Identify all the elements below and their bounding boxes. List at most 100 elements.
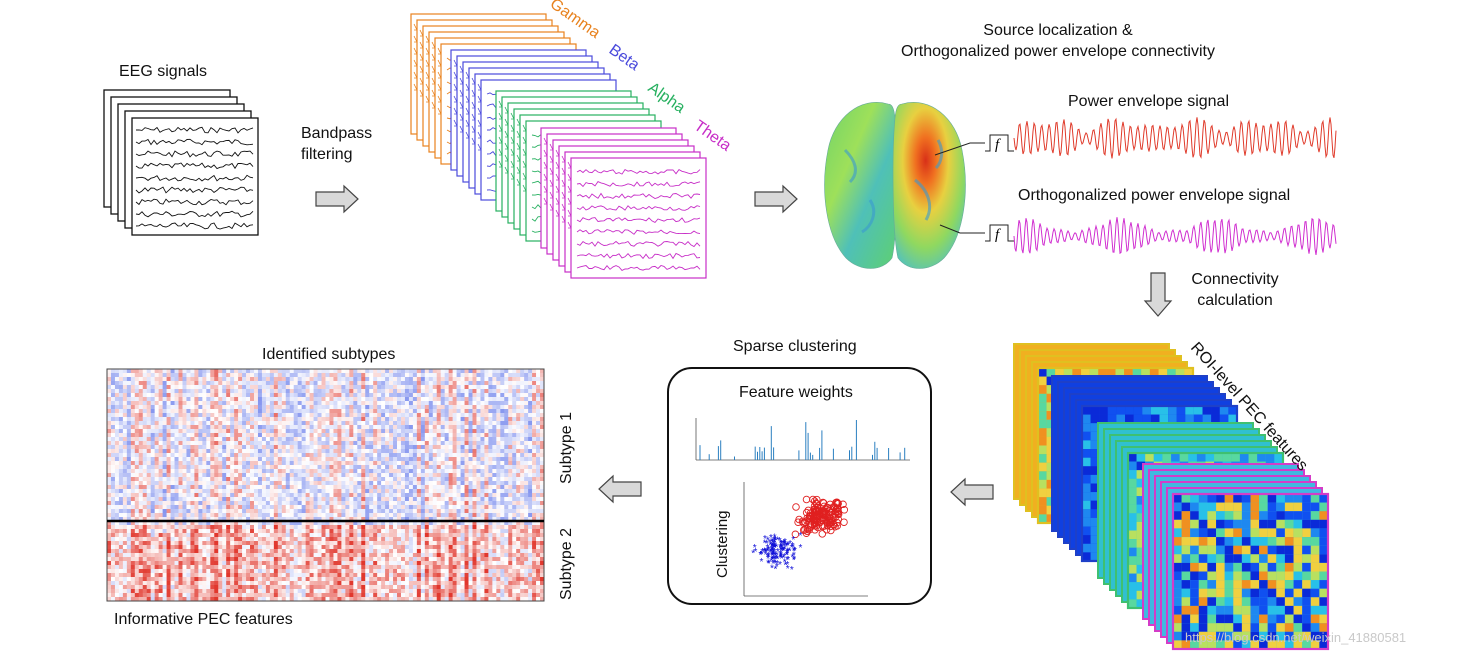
svg-text:*: *: [782, 539, 786, 550]
svg-text:*: *: [772, 542, 776, 553]
eeg-sheet: [131, 117, 259, 236]
eeg-signals-label: EEG signals: [119, 63, 208, 80]
svg-text:*: *: [770, 547, 774, 558]
band-label-beta: Beta: [606, 41, 643, 74]
arrow-left-2: [598, 474, 642, 504]
svg-text:*: *: [773, 551, 777, 562]
svg-text:*: *: [771, 554, 775, 565]
svg-text:*: *: [768, 538, 772, 549]
svg-text:*: *: [770, 550, 774, 561]
power-envelope-waveform: [1013, 117, 1337, 159]
f-symbol-bottom: f: [995, 227, 1001, 243]
svg-text:*: *: [770, 555, 774, 566]
svg-text:*: *: [792, 546, 796, 557]
svg-text:*: *: [779, 549, 783, 560]
clustering-axis-label: Clustering: [714, 510, 731, 578]
svg-text:*: *: [788, 539, 792, 550]
svg-text:*: *: [772, 550, 776, 561]
svg-text:*: *: [770, 564, 774, 575]
svg-text:*: *: [775, 551, 779, 562]
heatmap-frame: [106, 368, 545, 602]
svg-text:*: *: [773, 536, 777, 547]
svg-text:*: *: [775, 555, 779, 566]
svg-text:*: *: [770, 536, 774, 547]
roi-pec-feature-matrices: [1013, 343, 1330, 651]
source-title-line1: Source localization &: [983, 22, 1133, 39]
svg-text:*: *: [771, 555, 775, 566]
svg-text:*: *: [773, 533, 777, 544]
svg-text:*: *: [759, 550, 763, 561]
svg-text:*: *: [786, 548, 790, 559]
svg-text:*: *: [771, 551, 775, 562]
svg-text:*: *: [766, 552, 770, 563]
svg-text:*: *: [772, 551, 776, 562]
svg-text:*: *: [751, 549, 755, 560]
svg-text:*: *: [760, 550, 764, 561]
svg-text:*: *: [791, 542, 795, 553]
svg-text:*: *: [791, 541, 795, 552]
subtype-heatmap: [107, 369, 545, 602]
svg-text:*: *: [766, 535, 770, 546]
band-sheet: [570, 157, 707, 279]
svg-text:*: *: [768, 548, 772, 559]
svg-text:*: *: [773, 555, 777, 566]
svg-text:*: *: [753, 543, 757, 554]
svg-text:*: *: [764, 550, 768, 561]
svg-text:*: *: [778, 560, 782, 571]
svg-text:*: *: [778, 543, 782, 554]
arrow-down: [1143, 272, 1173, 317]
orthogonalized-envelope-waveform: [1013, 217, 1337, 255]
svg-text:*: *: [790, 543, 794, 554]
svg-text:*: *: [793, 546, 797, 557]
f-box-bottom: f: [985, 224, 1014, 243]
svg-text:*: *: [782, 541, 786, 552]
svg-text:*: *: [790, 553, 794, 564]
svg-text:*: *: [771, 559, 775, 570]
svg-text:*: *: [763, 547, 767, 558]
svg-text:*: *: [792, 546, 796, 557]
svg-text:*: *: [792, 556, 796, 567]
sparse-clustering-panel: [667, 367, 932, 605]
svg-text:*: *: [765, 547, 769, 558]
svg-text:*: *: [780, 546, 784, 557]
svg-text:*: *: [778, 536, 782, 547]
power-envelope-label: Power envelope signal: [1068, 93, 1229, 110]
svg-text:*: *: [760, 547, 764, 558]
svg-text:*: *: [770, 540, 774, 551]
svg-text:*: *: [770, 544, 774, 555]
svg-text:*: *: [770, 538, 774, 549]
svg-text:*: *: [785, 540, 789, 551]
f-symbol-top: f: [995, 137, 1001, 153]
svg-text:*: *: [771, 542, 775, 553]
svg-text:*: *: [779, 551, 783, 562]
svg-text:*: *: [766, 552, 770, 563]
arrow-right-2: [754, 184, 798, 214]
svg-text:*: *: [770, 541, 774, 552]
svg-text:*: *: [763, 538, 767, 549]
svg-text:*: *: [772, 558, 776, 569]
connectivity-label-line2: calculation: [1197, 292, 1273, 309]
svg-text:*: *: [773, 543, 777, 554]
brain-source-map: [824, 102, 966, 269]
subtype-2-label: Subtype 2: [558, 528, 575, 600]
svg-text:*: *: [799, 531, 803, 542]
svg-text:*: *: [775, 562, 779, 573]
identified-subtypes-title: Identified subtypes: [262, 346, 396, 363]
band-label-alpha: Alpha: [645, 79, 688, 116]
feature-weights-plot: [695, 418, 910, 461]
connectivity-label-line1: Connectivity: [1191, 271, 1279, 288]
svg-text:*: *: [759, 557, 763, 568]
svg-text:*: *: [775, 559, 779, 570]
clustering-scatter: ****************************************…: [743, 482, 868, 597]
svg-text:*: *: [767, 551, 771, 562]
svg-text:*: *: [782, 546, 786, 557]
svg-text:*: *: [769, 533, 773, 544]
svg-text:*: *: [766, 546, 770, 557]
brain-connector-lines: [934, 142, 985, 234]
bandpass-label-line2: filtering: [301, 146, 353, 163]
svg-text:*: *: [781, 545, 785, 556]
svg-text:*: *: [792, 551, 796, 562]
svg-text:*: *: [773, 535, 777, 546]
svg-text:*: *: [771, 546, 775, 557]
svg-text:*: *: [771, 548, 775, 559]
